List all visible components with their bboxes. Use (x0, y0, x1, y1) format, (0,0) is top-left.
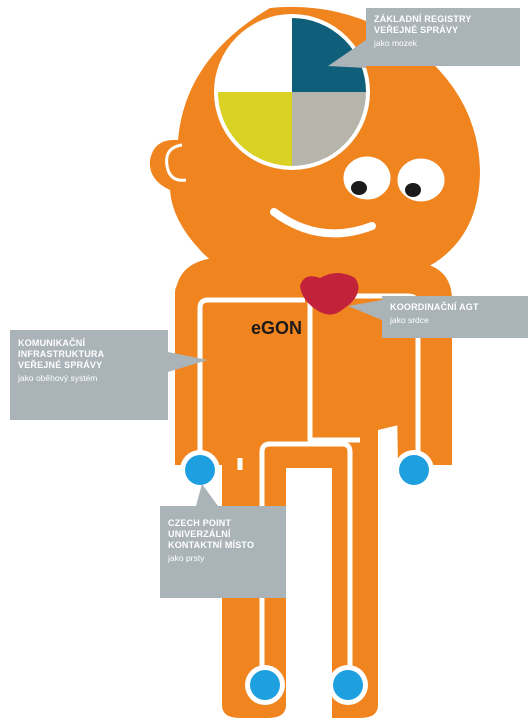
callout-heart: KOORDINAČNÍ AGT jako srdce (382, 296, 528, 338)
callout-veins-subtitle: jako oběhový systém (18, 373, 160, 384)
callout-fingers-subtitle: jako prsty (168, 553, 278, 564)
callout-brain-subtitle: jako mozek (374, 38, 512, 49)
callout-fingers: CZECH POINT UNIVERZÁLNÍ KONTAKTNÍ MÍSTO … (160, 506, 286, 598)
callout-veins-heading-1: KOMUNIKAČNÍ (18, 338, 160, 349)
callout-veins-heading-2: INFRASTRUKTURA (18, 349, 160, 360)
left-pupil (351, 181, 367, 195)
left-foot-joint (250, 670, 280, 700)
figure-label: eGON (251, 318, 302, 339)
callout-heart-subtitle: jako srdce (390, 315, 520, 326)
callout-fingers-heading-3: KONTAKTNÍ MÍSTO (168, 540, 278, 551)
callout-fingers-heading-2: UNIVERZÁLNÍ (168, 529, 278, 540)
callout-brain-heading-2: VEŘEJNÉ SPRÁVY (374, 25, 512, 36)
callout-fingers-heading-1: CZECH POINT (168, 518, 278, 529)
right-hand-joint (399, 455, 429, 485)
callout-brain: ZÁKLADNÍ REGISTRY VEŘEJNÉ SPRÁVY jako mo… (366, 8, 520, 66)
callout-veins: KOMUNIKAČNÍ INFRASTRUKTURA VEŘEJNÉ SPRÁV… (10, 330, 168, 420)
brain-icon (216, 16, 368, 168)
callout-heart-heading-1: KOORDINAČNÍ AGT (390, 302, 520, 313)
right-foot-joint (333, 670, 363, 700)
callout-veins-heading-3: VEŘEJNÉ SPRÁVY (18, 360, 160, 371)
left-hand-joint (185, 455, 215, 485)
right-pupil (405, 183, 421, 197)
callout-brain-heading-1: ZÁKLADNÍ REGISTRY (374, 14, 512, 25)
